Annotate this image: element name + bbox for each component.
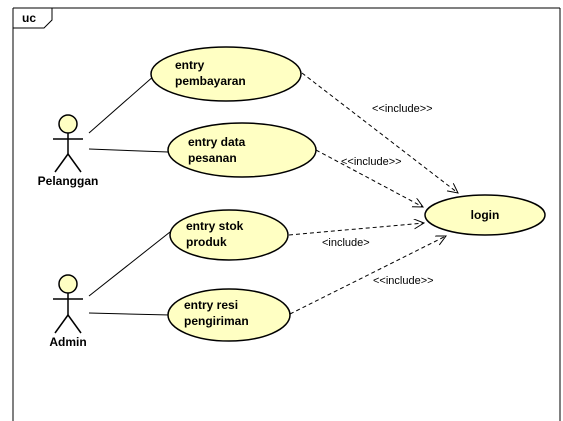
associations (88, 74, 171, 316)
use-case-label-line-1: entry resi (184, 298, 238, 312)
use-case-label-line-2: pembayaran (175, 74, 246, 88)
use-case-entry-resi-pengiriman[interactable]: entry resi pengiriman (167, 288, 291, 342)
use-case-ellipse[interactable] (167, 288, 291, 342)
use-case-entry-pembayaran[interactable]: entry pembayaran (150, 46, 302, 102)
use-case-login[interactable]: login (424, 194, 546, 236)
stick-figure-icon (53, 114, 83, 173)
include-arrow-4 (289, 236, 446, 315)
include-label-2: <<include>> (341, 156, 402, 168)
use-case-label-line-1: entry stok (186, 219, 244, 233)
use-case-label-line-1: entry (175, 58, 205, 72)
actor-name: Pelanggan (38, 174, 99, 188)
use-case-entry-stok-produk[interactable]: entry stok produk (169, 209, 289, 261)
use-case-ellipse[interactable] (424, 194, 546, 236)
association-pelanggan-pesanan (88, 148, 169, 153)
frame-label: uc (22, 11, 36, 25)
association-admin-stok (88, 231, 171, 297)
actor-admin[interactable]: Admin (49, 274, 87, 349)
include-arrow-3 (288, 223, 424, 236)
use-case-label-line-1: login (471, 208, 500, 222)
association-admin-resi (88, 312, 171, 316)
use-case-ellipse[interactable] (169, 209, 289, 261)
association-pelanggan-pembayaran (88, 74, 156, 134)
stick-figure-icon (53, 274, 83, 334)
actor-pelanggan[interactable]: Pelanggan (38, 114, 99, 188)
include-arrow-2 (315, 149, 423, 207)
use-case-ellipse[interactable] (150, 46, 302, 102)
use-case-label-line-2: pengiriman (184, 314, 249, 328)
use-case-label-line-2: pesanan (188, 151, 237, 165)
frame-tab (13, 8, 53, 29)
use-case-label-line-1: entry data (188, 135, 246, 149)
include-arrow-1 (301, 72, 458, 193)
include-label-4: <<include>> (373, 275, 434, 287)
actor-name: Admin (49, 335, 86, 349)
use-case-label-line-2: produk (186, 235, 227, 249)
include-label-1: <<include>> (372, 103, 433, 115)
use-case-entry-data-pesanan[interactable]: entry data pesanan (167, 122, 317, 178)
include-label-3: <include> (322, 237, 370, 249)
use-case-ellipse[interactable] (167, 122, 317, 178)
include-dependencies (288, 72, 458, 315)
diagram-frame: uc (12, 7, 561, 421)
include-labels: <<include>> <<include>> <include> <<incl… (322, 103, 434, 287)
